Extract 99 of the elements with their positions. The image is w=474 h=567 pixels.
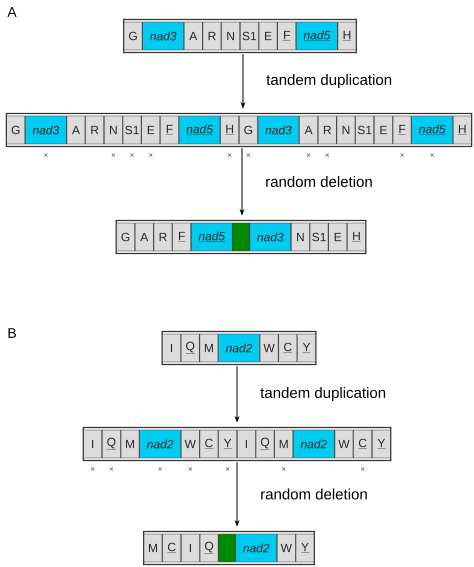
trna-cell: S1 [310,222,328,252]
trna-cell: G [239,116,258,144]
gene-cell: nad5 [178,116,220,144]
trna-cell: Q [200,534,218,562]
trna-cell: F [392,116,412,144]
trna-cell: N [104,116,123,144]
gene-cell: nad2 [139,430,181,458]
trna-cell: G [124,22,142,50]
trna-cell: Q [256,430,274,458]
deletion-mark: × [112,153,116,157]
gene-strip [123,18,357,54]
deletion-mark: × [226,467,230,471]
deletion-mark: × [400,153,404,157]
trna-cell: E [328,222,348,252]
trna-cell: N [291,222,310,252]
gene-strip [162,330,316,366]
deletion-mark: × [282,467,286,471]
gene-cell: nad3 [142,22,184,50]
deletion-mark: × [188,467,192,471]
trna-cell: R [85,116,104,144]
trna-cell: G [6,116,26,144]
gene-cell: nad3 [25,116,67,144]
edge-label: random deletion [266,176,372,187]
trna-cell: I [83,430,102,458]
panel-label: A [7,7,17,17]
trna-cell: C [162,534,182,562]
deletion-mark: × [430,153,434,157]
deletion-mark: × [306,153,310,157]
trna-cell: M [144,534,162,562]
trna-cell: M [274,430,294,458]
trna-cell: R [318,116,337,144]
trna-cell: E [141,116,160,144]
trna-cell: C [200,430,218,458]
trna-cell: E [374,116,393,144]
trna-cell: H [338,22,356,50]
deletion-mark: × [325,153,330,157]
deletion-mark: × [44,153,48,157]
gene-cell: nad2 [235,534,277,562]
trna-cell: Y [297,334,316,362]
gene-cell: nad5 [191,222,232,252]
gene-cell: nad2 [218,334,260,362]
trna-cell: A [299,116,318,144]
edge-label: random deletion [261,488,367,500]
gene-strip [143,530,315,566]
trna-cell: S1 [355,116,374,144]
trna-cell: F [277,22,296,50]
trna-cell: W [180,430,200,458]
trna-cell: W [276,534,296,562]
gene-strip [6,112,472,148]
gene-cell: nad5 [296,22,338,50]
deletion-mark: × [158,467,162,471]
trna-cell: I [162,334,181,362]
trna-cell: E [258,22,278,50]
trna-cell: W [260,334,278,362]
trna-cell: A [134,222,154,252]
trna-cell: R [154,222,172,252]
trna-cell: Y [218,430,237,458]
deletion-mark: × [110,467,114,471]
gene-cell: nad3 [250,222,291,252]
trna-cell: I [181,534,200,562]
trna-cell: I [237,430,256,458]
gene-cell: nad3 [258,116,300,144]
edge-label: tandem duplication [260,387,386,401]
trna-cell: H [452,116,472,144]
junction-block [232,222,250,252]
trna-cell: F [172,222,191,252]
trna-cell: C [278,334,298,362]
trna-cell: Q [180,334,200,362]
gene-strip [82,426,392,462]
trna-cell: C [353,430,372,458]
trna-cell: S1 [240,22,259,50]
trna-cell: M [120,430,140,458]
trna-cell: F [160,116,179,144]
deletion-mark: × [360,467,364,471]
trna-cell: A [184,22,203,50]
trna-cell: H [347,222,366,252]
trna-cell: G [116,222,135,252]
trna-cell: Y [296,534,314,562]
trna-cell: Q [102,430,121,458]
gene-cell: nad2 [293,430,335,458]
trna-cell: N [336,116,356,144]
trna-cell: M [200,334,218,362]
trna-cell: A [66,116,86,144]
trna-cell: Y [372,430,391,458]
gene-strip [116,220,366,254]
deletion-mark: × [148,153,153,157]
deletion-mark: × [130,153,134,157]
junction-block [218,534,236,562]
trna-cell: N [221,22,240,50]
gene-cell: nad5 [411,116,453,144]
deletion-mark: × [90,467,94,471]
trna-cell: R [202,22,222,50]
trna-cell: W [334,430,354,458]
panel-label: B [8,328,16,338]
deletion-mark: × [228,153,232,157]
deletion-mark: × [246,153,250,157]
trna-cell: S1 [122,116,142,144]
edge-label: tandem duplication [266,74,392,88]
trna-cell: H [220,116,239,144]
